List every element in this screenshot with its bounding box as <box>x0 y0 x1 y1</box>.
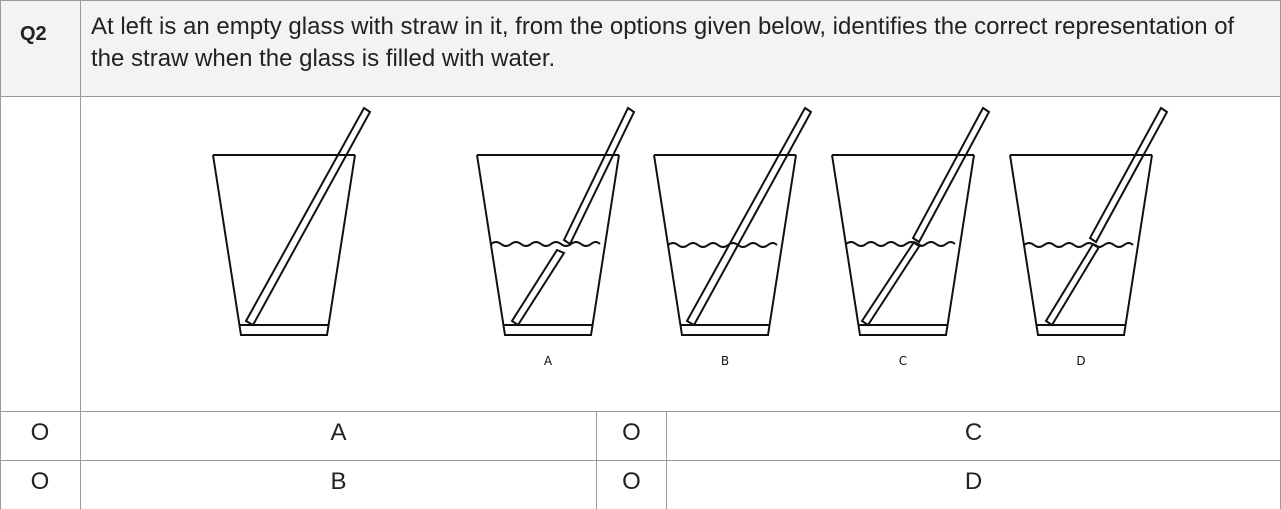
glass-option-d <box>1009 106 1169 336</box>
glass-option-c <box>831 106 991 336</box>
glass-option-b <box>653 106 813 336</box>
empty-glass <box>212 106 372 336</box>
option-d-radio[interactable]: O <box>622 468 641 495</box>
option-a-radio[interactable]: O <box>30 419 50 446</box>
glass-option-a <box>476 106 636 336</box>
divider-col-3 <box>666 411 667 509</box>
option-b-label: B <box>330 468 347 495</box>
glass-straw-figure: A B C D <box>212 106 1169 368</box>
question-text: At left is an empty glass with straw in … <box>91 13 1235 72</box>
option-d-label: D <box>964 468 983 495</box>
divider-col-2 <box>596 411 597 509</box>
divider-options <box>0 460 1281 461</box>
option-b-radio[interactable]: O <box>30 468 50 495</box>
option-a-label: A <box>330 419 347 446</box>
figure-label-a: A <box>544 354 553 368</box>
figure-label-c: C <box>899 354 907 368</box>
option-c-label: C <box>964 419 983 446</box>
question-header <box>0 0 1281 97</box>
option-c-radio[interactable]: O <box>622 419 641 446</box>
border-left <box>0 0 1 509</box>
divider-figure <box>0 411 1281 412</box>
divider-header <box>0 96 1281 97</box>
question-number: Q2 <box>20 23 47 45</box>
figure-label-d: D <box>1076 354 1085 368</box>
figure-label-b: B <box>721 354 729 368</box>
divider-col-1 <box>80 0 81 509</box>
border-top <box>0 0 1281 1</box>
